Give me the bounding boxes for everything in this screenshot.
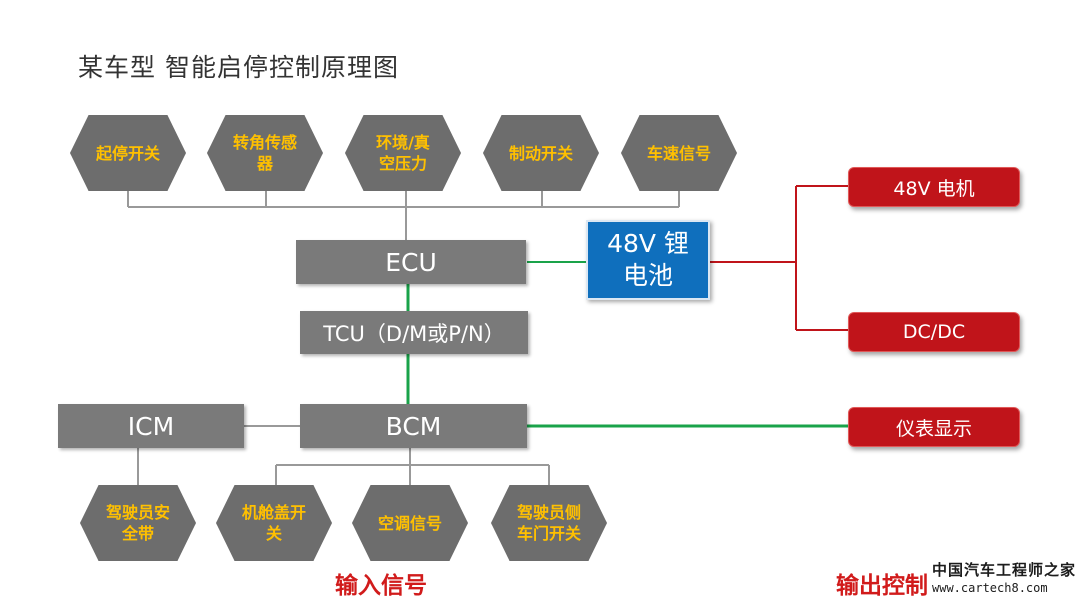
module-48v-lithium-battery: 48V 锂电池 <box>586 220 710 300</box>
battery-output-links <box>708 185 848 331</box>
input-steering-angle-sensor: 转角传感器 <box>207 115 323 191</box>
diagram-title: 某车型 智能启停控制原理图 <box>78 53 399 82</box>
label-input-signals: 输入信号 <box>335 573 427 599</box>
input-driver-seatbelt: 驾驶员安全带 <box>80 485 196 561</box>
module-bcm: BCM <box>300 404 527 448</box>
watermark-site-name: 中国汽车工程师之家 <box>932 561 1077 579</box>
input-ac-signal: 空调信号 <box>352 485 468 561</box>
input-hood-switch: 机舱盖开关 <box>216 485 332 561</box>
output-dc-dc: DC/DC <box>848 312 1020 352</box>
label-output-control: 输出控制 <box>836 573 928 599</box>
output-48v-motor: 48V 电机 <box>848 167 1020 207</box>
module-icm: ICM <box>58 404 244 448</box>
output-instrument-display: 仪表显示 <box>848 407 1020 447</box>
top-input-bus <box>127 190 680 240</box>
watermark: 中国汽车工程师之家 www.cartech8.com <box>932 561 1076 597</box>
input-start-stop-switch: 起停开关 <box>70 115 186 191</box>
input-vehicle-speed-signal: 车速信号 <box>621 115 737 191</box>
input-ambient-vacuum-pressure: 环境/真空压力 <box>345 115 461 191</box>
input-driver-door-switch: 驾驶员侧车门开关 <box>491 485 607 561</box>
bottom-input-bus <box>275 448 550 485</box>
module-tcu: TCU（D/M或P/N） <box>300 311 528 354</box>
watermark-url: www.cartech8.com <box>932 581 1048 595</box>
input-brake-switch: 制动开关 <box>483 115 599 191</box>
module-ecu: ECU <box>296 240 526 284</box>
